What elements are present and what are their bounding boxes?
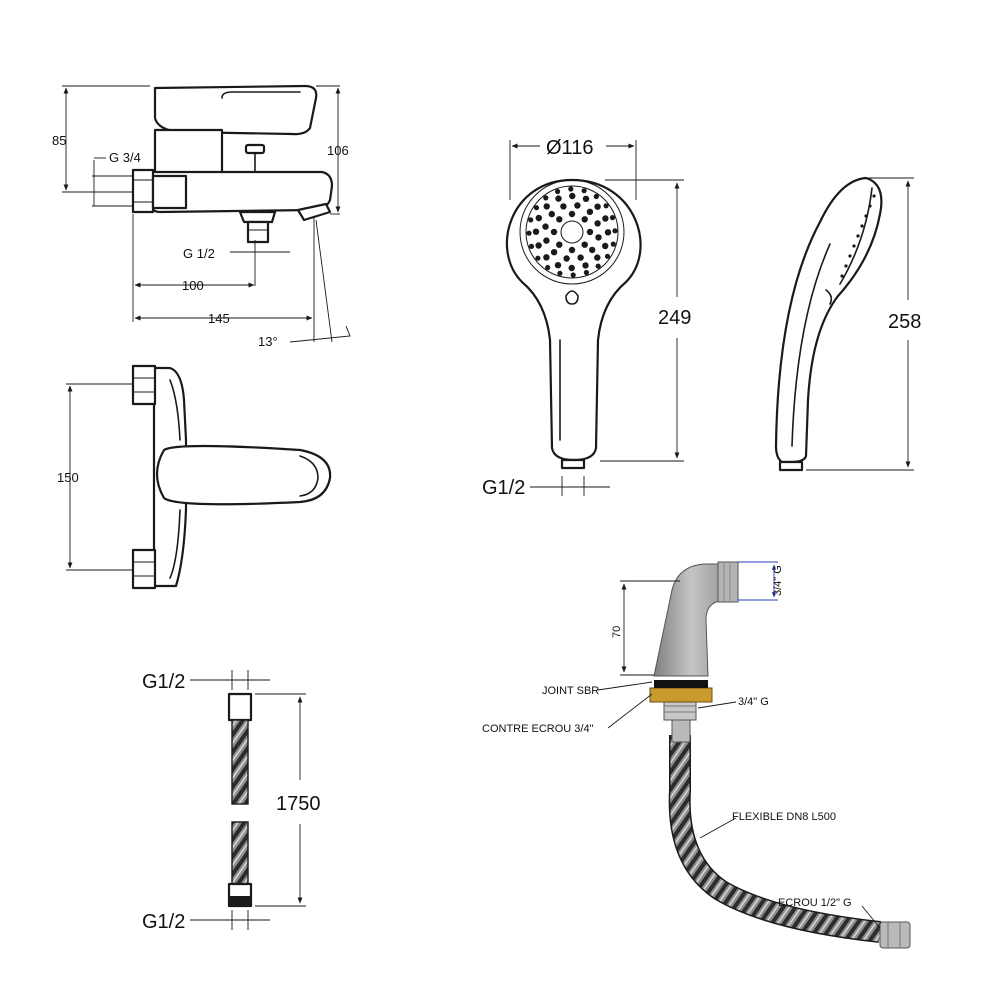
nozzle-dot [535,214,542,222]
nozzle-dot [577,254,584,261]
side-nozzle-dot [852,244,856,248]
spray-nozzles [526,186,618,278]
hose-length-label: 1750 [276,793,321,815]
nozzle-dot [563,255,570,262]
nozzle-dot [526,230,532,236]
nozzle-dot [548,210,555,218]
nozzle-dot [569,192,576,200]
nozzle-dot [602,242,609,250]
joint-label: JOINT SBR [542,685,599,697]
nozzle-dot [545,264,551,271]
nozzle-dot [556,241,563,248]
nozzle-dot [550,249,558,256]
nozzle-dot [528,217,534,223]
nozzle-dot [609,215,616,221]
diameter-label: Ø116 [546,137,593,159]
dim-150-label: 150 [57,470,79,485]
spray-face-ring [519,179,625,285]
end-nut-label: ECROU 1/2" G [778,897,852,909]
length-front-label: 249 [658,307,691,329]
nozzle-dot [568,246,576,254]
handshower-side-view: 258 [774,176,921,472]
side-nozzle-dot [844,264,848,268]
nozzle-dot [604,229,612,236]
nozzle-dot [533,205,540,211]
nozzle-dot [535,255,541,261]
hose-thread-bottom-label: G1/2 [142,911,185,933]
handshower-thread-label: G1/2 [482,477,525,499]
nozzle-dot [589,246,596,254]
hose-thread-top-label: G1/2 [142,671,185,693]
nozzle-dot [568,264,575,272]
nozzle-dot [594,254,601,261]
nozzle-dot [528,243,535,249]
shower-hose: G1/2 1750 G1/2 [142,670,321,933]
nozzle-dot [535,242,542,249]
nozzle-dot [550,228,558,236]
nozzle-dot [574,202,581,209]
nozzle-dot [568,210,576,218]
side-nozzle-dot [864,214,868,218]
nozzle-dot [570,272,576,278]
side-nozzle-dot [860,224,864,228]
nozzle-dot [610,241,616,247]
nozzle-dot [594,220,601,227]
dim-100-label: 100 [182,278,204,293]
mixer-side-view: 85 106 G 3/4 G 1/2 100 145 13° [52,84,351,349]
bath-adapter: 70 3/4" G JOINT SBR 3/4" G CONTRE ECROU … [482,561,911,949]
nozzle-dot [554,262,562,269]
dim-106-label: 106 [327,143,349,158]
nozzle-dot [593,193,599,200]
side-nozzle-dot [872,194,876,198]
nozzle-dot [612,228,618,234]
nozzle-dot [595,234,602,241]
nozzle-dot [604,253,611,259]
nozzle-dot [555,195,562,202]
nozzle-dot [581,188,587,194]
nozzle-dot [543,237,550,244]
angle-label: 13° [258,334,278,349]
nozzle-dot [581,216,588,223]
flexible-label: FLEXIBLE DN8 L500 [732,811,836,823]
nozzle-dot [568,186,574,192]
nozzle-dot [532,228,540,235]
nut-label: CONTRE ECROU 3/4" [482,723,594,735]
nozzle-dot [560,203,567,210]
handshower-front-view: Ø116 249 G1/2 [482,137,691,499]
nozzle-dot [556,216,563,223]
nozzle-dot [586,228,594,236]
nozzle-dot [594,203,601,210]
thread-outlet-label: G 1/2 [183,246,215,261]
nozzle-dot [583,269,590,276]
adapter-thread-label: 3/4" G [738,696,769,708]
mixer-top-view: 150 [57,364,332,590]
nozzle-dot [582,262,589,269]
nozzle-dot [557,270,563,276]
nozzle-dot [581,241,588,248]
dim-85-label: 85 [52,133,66,148]
length-side-label: 258 [888,311,921,333]
nozzle-dot [543,203,550,210]
adapter-height-label: 70 [611,626,623,638]
adapter-top-thread-label: 3/4" G [772,565,784,596]
nozzle-dot [555,188,561,195]
nozzle-dot [543,254,550,261]
dim-145-label: 145 [208,311,230,326]
nozzle-dot [595,263,601,269]
nozzle-dot [543,195,549,201]
side-nozzle-dot [848,254,852,258]
thread-inlet-label: G 3/4 [109,150,141,165]
nozzle-dot [542,223,549,230]
nozzle-dot [586,208,594,215]
side-nozzle-dot [868,204,872,208]
nozzle-dot [603,203,609,209]
side-nozzle-dot [856,234,860,238]
nozzle-dot [602,215,609,222]
nozzle-dot [582,195,590,202]
side-nozzle-dot [840,274,844,278]
